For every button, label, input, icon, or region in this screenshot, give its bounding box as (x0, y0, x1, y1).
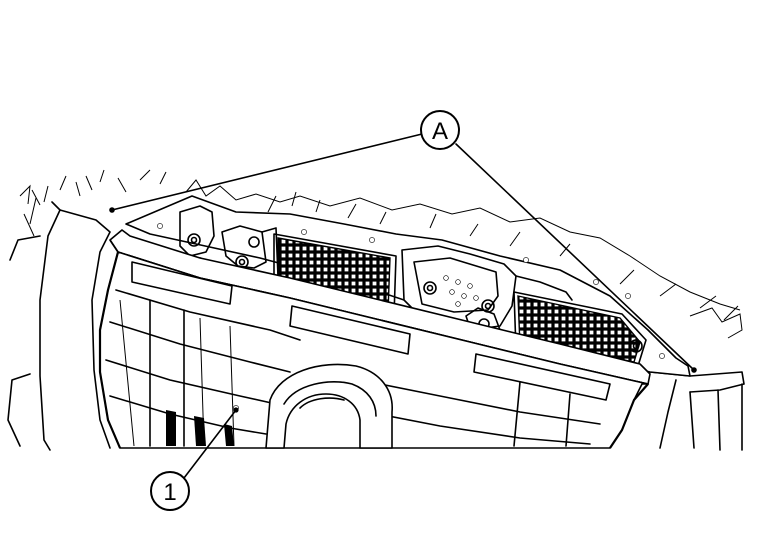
left-fender (7, 201, 111, 451)
radiator-core-support (125, 195, 691, 377)
latch-holes (443, 275, 479, 307)
right-fender (649, 371, 745, 451)
callout-a-label: A (432, 118, 448, 145)
callout-1: 1 (150, 471, 190, 511)
front-grille (98, 229, 651, 449)
engine-bay-background (19, 169, 743, 339)
callout-1-label: 1 (163, 479, 176, 506)
callout-a: A (420, 110, 460, 150)
leader-lines (109, 133, 697, 479)
